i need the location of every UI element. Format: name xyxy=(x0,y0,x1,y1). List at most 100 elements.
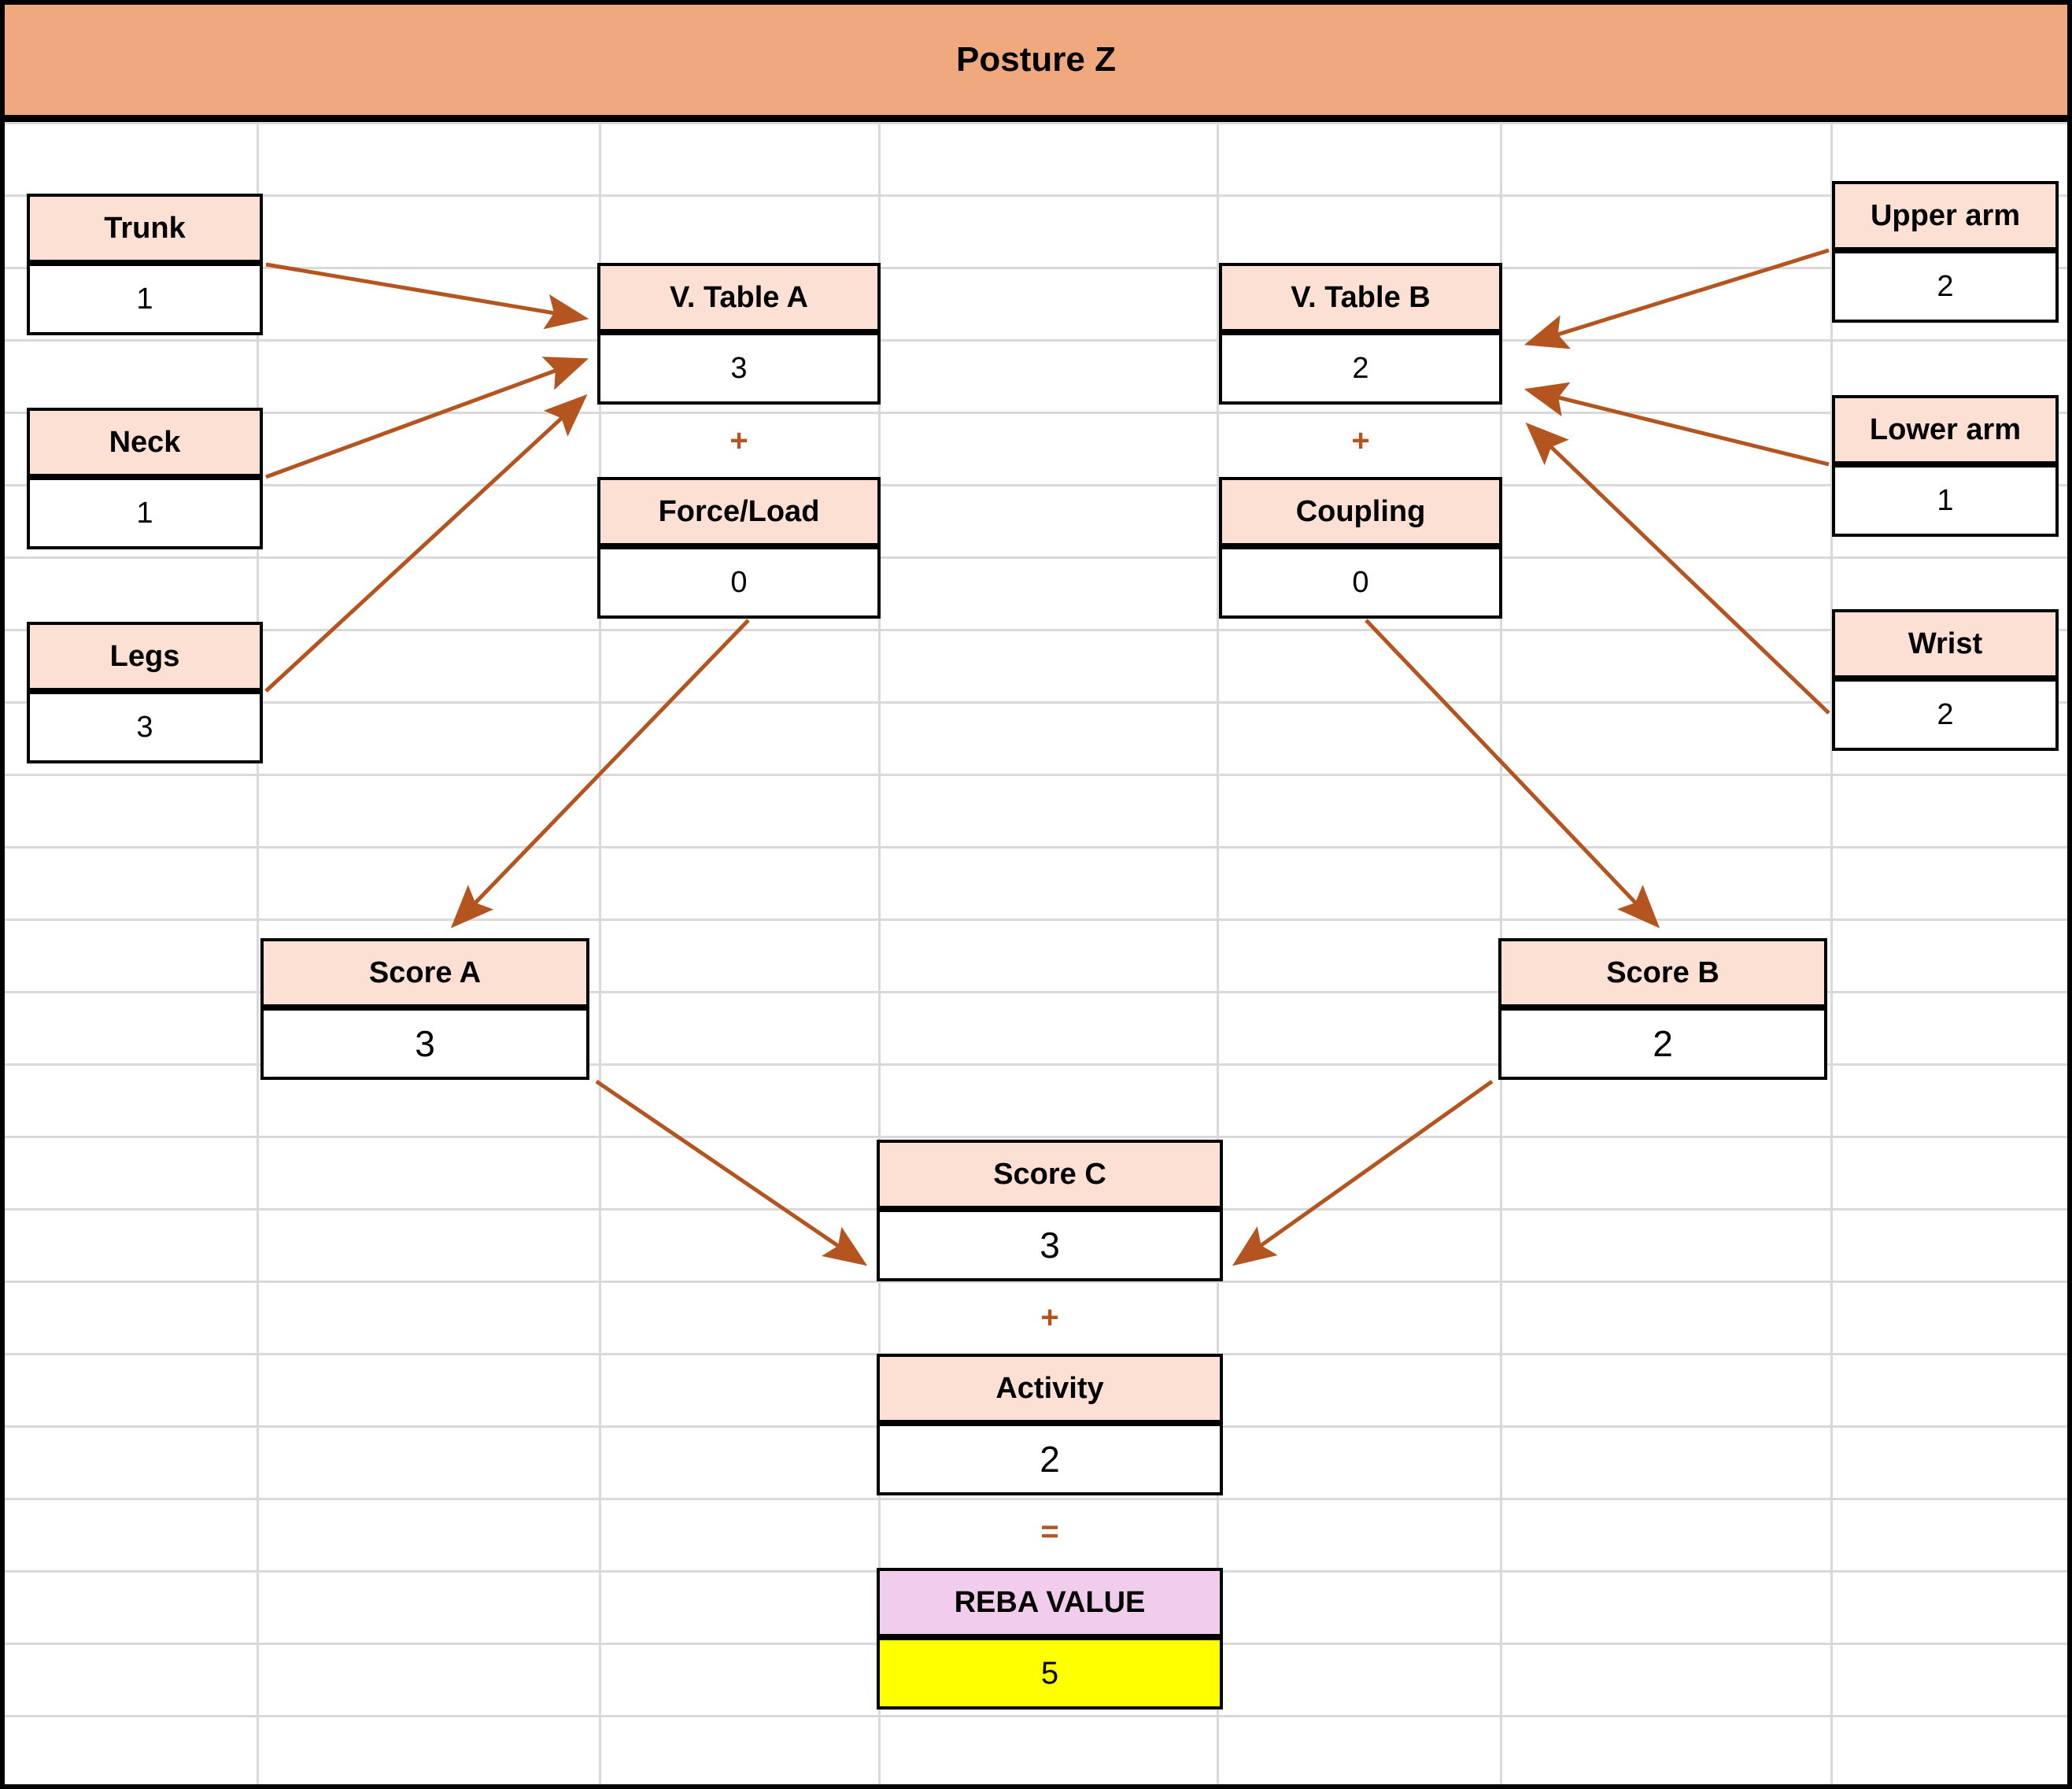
score-b-value[interactable]: 2 xyxy=(1498,1007,1827,1080)
table-a-value[interactable]: 3 xyxy=(597,332,881,405)
arrow-force-load-to-score-a xyxy=(450,619,750,929)
grid-row-line xyxy=(5,412,2067,414)
arrow-score-a-to-score-c xyxy=(595,1079,868,1266)
force-load-label: Force/Load xyxy=(597,477,881,546)
lower-arm-label: Lower arm xyxy=(1832,395,2059,464)
grid-row-line xyxy=(5,1136,2067,1138)
table-b-value[interactable]: 2 xyxy=(1219,332,1502,405)
table-b-value-text: 2 xyxy=(1352,351,1369,385)
upper-arm-value[interactable]: 2 xyxy=(1832,250,2059,323)
trunk-label: Trunk xyxy=(27,194,263,263)
neck-label: Neck xyxy=(27,408,263,477)
grid-row-line xyxy=(5,122,2067,124)
equals-operator: = xyxy=(877,1495,1223,1568)
coupling-value-text: 0 xyxy=(1352,565,1369,599)
grid-row-line xyxy=(5,991,2067,993)
plus-operator-c-text: + xyxy=(1040,1299,1059,1335)
coupling-label-text: Coupling xyxy=(1295,494,1426,528)
plus-operator-b: + xyxy=(1219,405,1502,477)
wrist-value-text: 2 xyxy=(1937,697,1954,731)
force-load-label-text: Force/Load xyxy=(658,494,820,528)
arrow-wrist-to-table-b xyxy=(1525,422,1830,715)
score-c-label: Score C xyxy=(877,1140,1223,1209)
score-b-label-text: Score B xyxy=(1606,955,1719,989)
arrow-neck-to-table-a xyxy=(265,357,589,479)
score-a-value[interactable]: 3 xyxy=(260,1007,589,1080)
grid-row-line xyxy=(5,846,2067,848)
lower-arm-label-text: Lower arm xyxy=(1869,412,2022,446)
arrow-lower-arm-to-table-b xyxy=(1524,382,1830,467)
arrow-trunk-to-table-a xyxy=(265,262,589,330)
table-b-label: V. Table B xyxy=(1219,263,1502,332)
legs-value[interactable]: 3 xyxy=(27,691,263,763)
wrist-label: Wrist xyxy=(1832,609,2059,678)
page-title: Posture Z xyxy=(5,5,2067,122)
grid-row-line xyxy=(5,629,2067,631)
grid-column-line xyxy=(257,5,259,1784)
plus-operator-a: + xyxy=(597,405,881,477)
plus-operator-c: + xyxy=(877,1281,1223,1354)
lower-arm-value[interactable]: 1 xyxy=(1832,464,2059,537)
page-title-text: Posture Z xyxy=(956,40,1116,79)
score-a-label-text: Score A xyxy=(368,955,482,989)
coupling-label: Coupling xyxy=(1219,477,1502,546)
score-c-label-text: Score C xyxy=(993,1157,1106,1191)
reba-value-result-text: 5 xyxy=(1040,1655,1059,1691)
upper-arm-value-text: 2 xyxy=(1937,269,1954,303)
trunk-value-text: 1 xyxy=(136,282,153,316)
neck-value[interactable]: 1 xyxy=(27,477,263,549)
legs-value-text: 3 xyxy=(136,710,153,744)
plus-operator-a-text: + xyxy=(729,423,748,458)
grid-column-line xyxy=(1830,5,1833,1784)
activity-label-text: Activity xyxy=(995,1371,1104,1405)
score-c-value[interactable]: 3 xyxy=(877,1209,1223,1281)
arrow-score-b-to-score-c xyxy=(1232,1079,1494,1266)
lower-arm-value-text: 1 xyxy=(1937,483,1954,517)
activity-label: Activity xyxy=(877,1354,1223,1423)
grid-row-line xyxy=(5,1498,2067,1500)
neck-value-text: 1 xyxy=(136,496,153,530)
grid-row-line xyxy=(5,1281,2067,1283)
score-c-value-text: 3 xyxy=(1040,1225,1060,1266)
grid-row-line xyxy=(5,1063,2067,1066)
score-a-value-text: 3 xyxy=(415,1023,435,1064)
upper-arm-label: Upper arm xyxy=(1832,181,2059,250)
arrow-legs-to-table-a xyxy=(264,394,588,693)
table-b-label-text: V. Table B xyxy=(1291,280,1431,314)
arrow-upper-arm-to-table-b xyxy=(1524,248,1830,349)
reba-value-label-text: REBA VALUE xyxy=(954,1585,1146,1619)
wrist-label-text: Wrist xyxy=(1908,627,1983,660)
grid-row-line xyxy=(5,919,2067,921)
reba-value-result[interactable]: 5 xyxy=(877,1637,1223,1710)
grid-row-line xyxy=(5,484,2067,486)
legs-label: Legs xyxy=(27,622,263,691)
score-a-label: Score A xyxy=(260,938,589,1007)
score-b-label: Score B xyxy=(1498,938,1827,1007)
activity-value[interactable]: 2 xyxy=(877,1423,1223,1495)
grid-row-line xyxy=(5,774,2067,776)
grid-row-line xyxy=(5,1715,2067,1717)
neck-label-text: Neck xyxy=(109,425,181,459)
coupling-value[interactable]: 0 xyxy=(1219,546,1502,619)
legs-label-text: Legs xyxy=(109,639,180,673)
reba-value-label: REBA VALUE xyxy=(877,1568,1223,1637)
wrist-value[interactable]: 2 xyxy=(1832,678,2059,751)
force-load-value[interactable]: 0 xyxy=(597,546,881,619)
grid-column-line xyxy=(878,5,881,1784)
table-a-value-text: 3 xyxy=(730,351,748,385)
arrow-coupling-to-score-b xyxy=(1365,619,1660,929)
activity-value-text: 2 xyxy=(1040,1439,1060,1480)
table-a-label: V. Table A xyxy=(597,263,881,332)
trunk-value[interactable]: 1 xyxy=(27,263,263,335)
grid-row-line xyxy=(5,267,2067,269)
plus-operator-b-text: + xyxy=(1351,423,1370,458)
trunk-label-text: Trunk xyxy=(104,211,186,245)
grid-row-line xyxy=(5,194,2067,197)
force-load-value-text: 0 xyxy=(730,565,748,599)
upper-arm-label-text: Upper arm xyxy=(1870,198,2021,232)
grid-row-line xyxy=(5,556,2067,559)
score-b-value-text: 2 xyxy=(1653,1023,1673,1064)
table-a-label-text: V. Table A xyxy=(670,280,808,314)
equals-operator-text: = xyxy=(1040,1514,1059,1549)
